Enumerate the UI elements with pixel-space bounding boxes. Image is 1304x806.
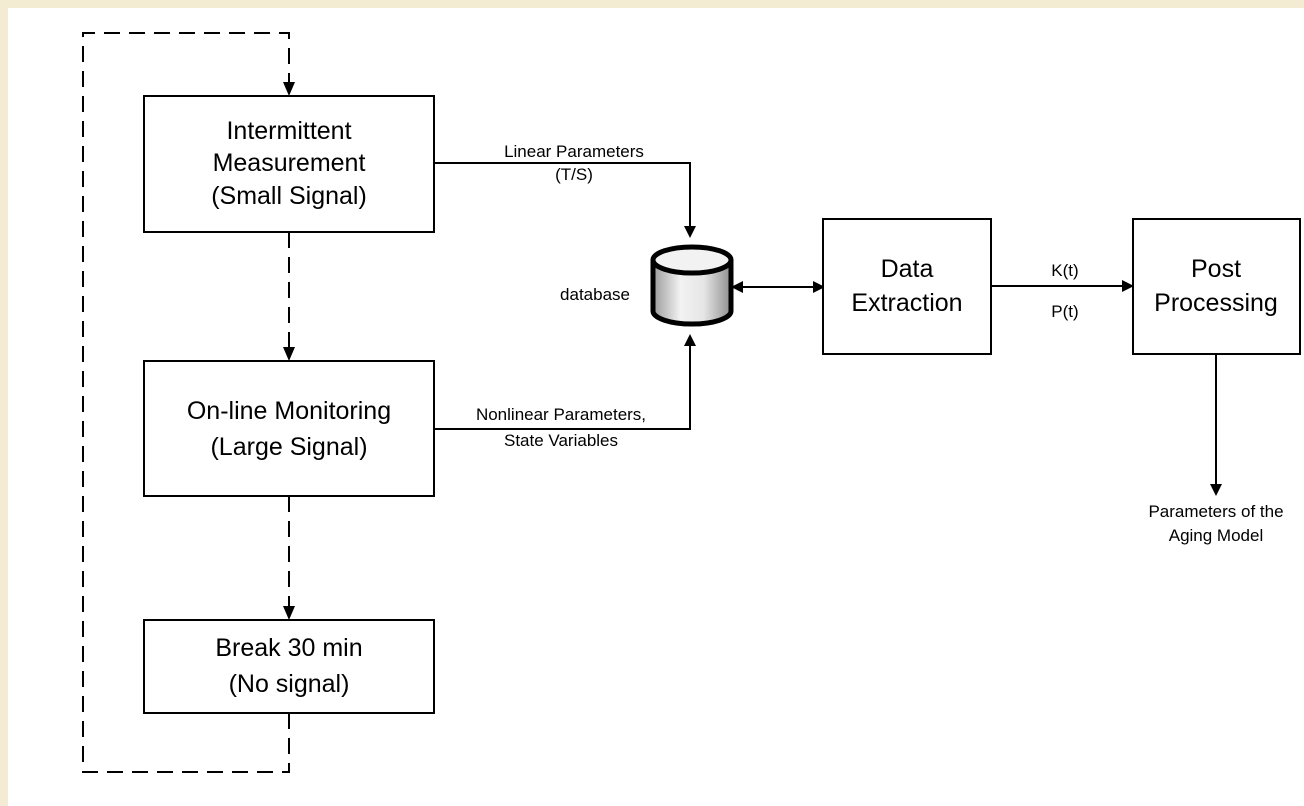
extraction-line2: Extraction — [851, 289, 962, 317]
linear-parameters-label: Linear Parameters — [504, 142, 644, 161]
dashed-arrowhead-break — [283, 606, 295, 620]
feedback-loop-line — [82, 32, 290, 773]
nonlinear-parameters-arrow — [434, 334, 696, 430]
online-line2: (Large Signal) — [210, 433, 367, 461]
intermittent-line3: (Small Signal) — [211, 182, 367, 210]
kt-label: K(t) — [1051, 261, 1078, 280]
break-line2: (No signal) — [229, 670, 350, 698]
online-line1: On-line Monitoring — [187, 397, 391, 425]
intermittent-line2: Measurement — [213, 149, 366, 177]
post-processing-box: Post Processing — [1132, 218, 1301, 355]
linear-parameters-arrow — [434, 162, 696, 238]
nonlinear-parameters-label: Nonlinear Parameters, — [476, 405, 646, 424]
online-monitoring-box: On-line Monitoring (Large Signal) — [143, 360, 435, 497]
data-extraction-box: Data Extraction — [822, 218, 992, 355]
output-label-line1: Parameters of the — [1148, 502, 1283, 521]
linear-parameters-sublabel: (T/S) — [555, 165, 593, 184]
output-label-line2: Aging Model — [1169, 526, 1264, 545]
database-icon — [650, 244, 734, 327]
post-line2: Processing — [1154, 289, 1278, 317]
extraction-line1: Data — [881, 255, 934, 283]
database-label: database — [560, 285, 630, 304]
break-line1: Break 30 min — [215, 634, 362, 662]
intermittent-measurement-box: Intermittent Measurement (Small Signal) — [143, 95, 435, 233]
pt-label: P(t) — [1051, 302, 1078, 321]
feedback-arrowhead — [283, 82, 295, 96]
nonlinear-parameters-sublabel: State Variables — [504, 431, 618, 450]
intermittent-line1: Intermittent — [226, 117, 351, 145]
dashed-arrowhead-online — [283, 347, 295, 361]
break-box: Break 30 min (No signal) — [143, 619, 435, 714]
post-line1: Post — [1191, 255, 1241, 283]
